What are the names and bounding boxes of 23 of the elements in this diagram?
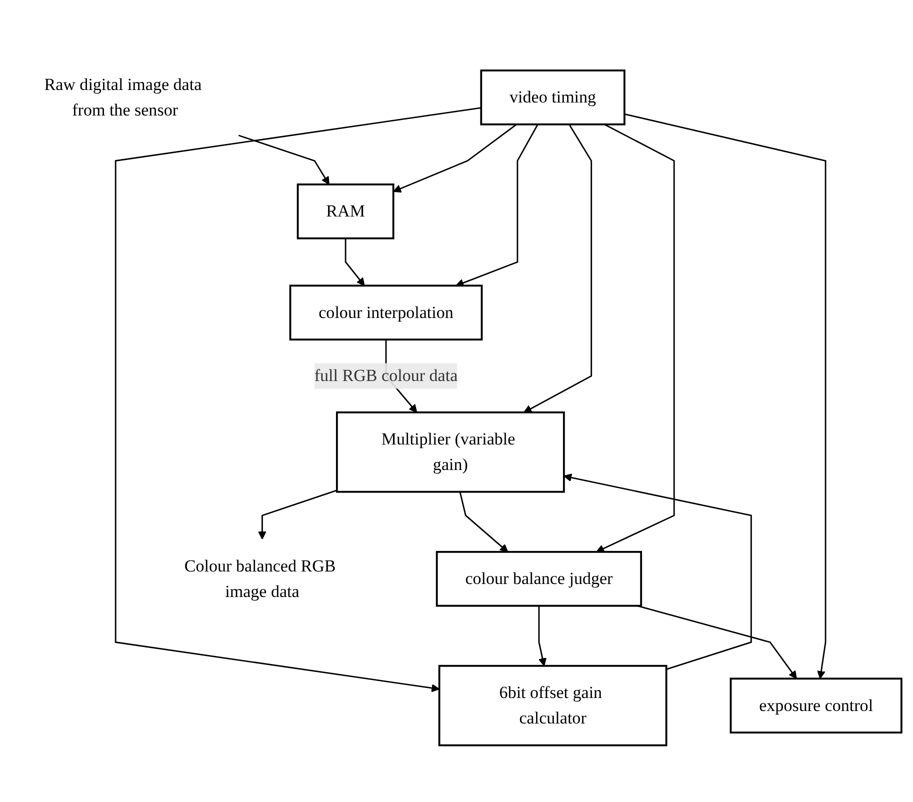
arrow (238, 134, 330, 184)
arrow (524, 124, 592, 412)
node-box: colour balance judger (436, 550, 642, 606)
arrow (596, 123, 675, 552)
arrow (564, 473, 752, 670)
node-box: 6bit offset gain calculator (438, 664, 668, 746)
node-box: RAM (296, 183, 394, 239)
node-box: Multiplier (variable gain) (336, 410, 565, 492)
edge-label: full RGB colour data (314, 366, 458, 384)
node-text: Raw digital image data from the sensor (44, 74, 202, 119)
arrow (344, 238, 365, 286)
node-box: video timing (480, 69, 626, 125)
node-text: Colour balanced RGB image data (184, 556, 336, 600)
arrow (624, 112, 826, 678)
node-box: colour interpolation (289, 284, 483, 340)
arrow (114, 106, 482, 692)
arrow (392, 123, 517, 192)
arrow (538, 605, 547, 666)
arrow (258, 489, 338, 539)
arrow (459, 491, 508, 552)
node-box: exposure control (730, 677, 902, 733)
arrow (637, 604, 797, 678)
arrow (456, 124, 538, 286)
